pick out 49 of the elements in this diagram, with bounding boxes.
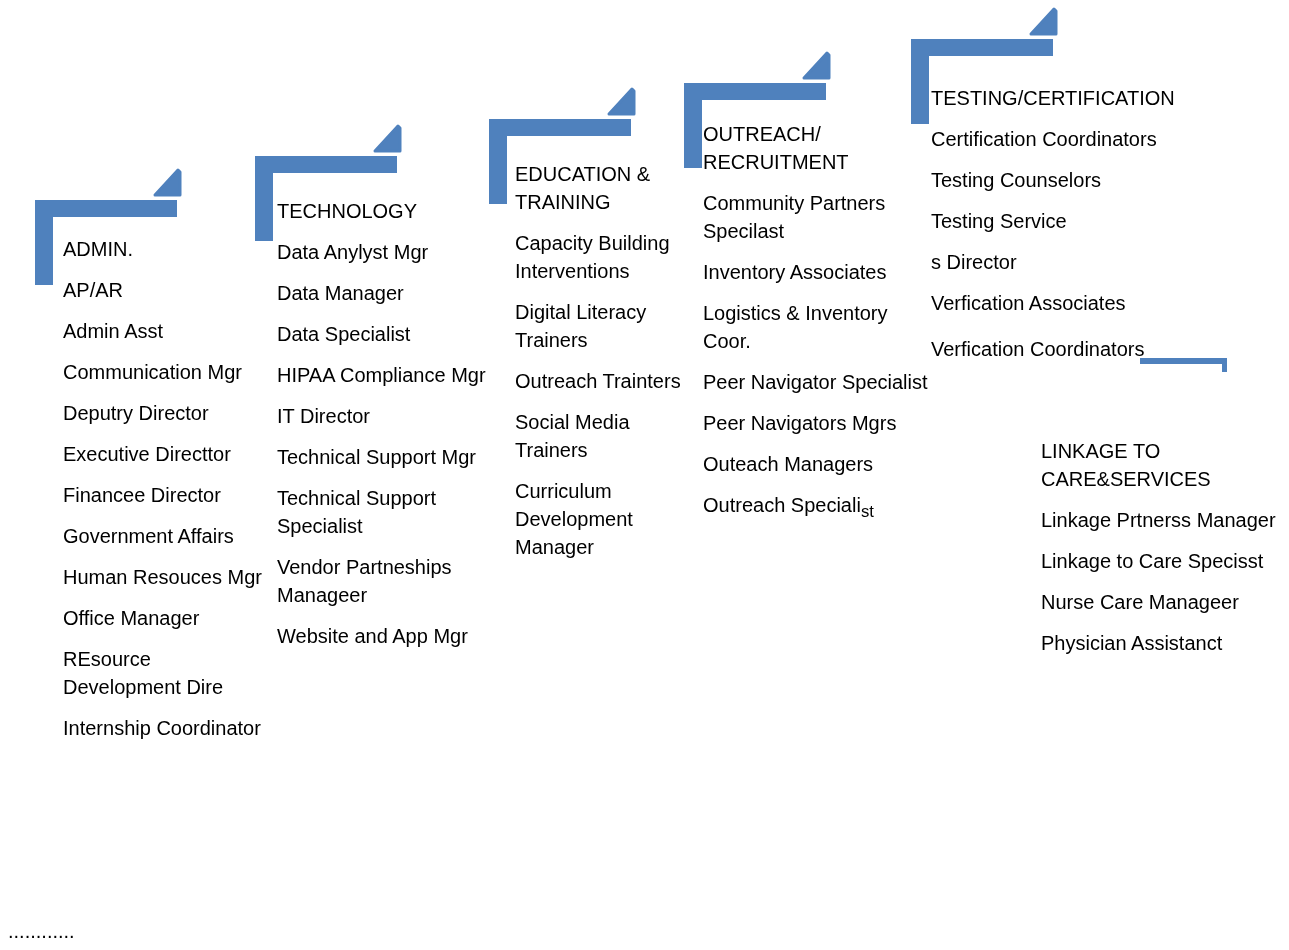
role-item: Human Resouces Mgr (63, 565, 263, 590)
role-item: Deputry Director (63, 401, 210, 426)
role-item: Internship Coordinator (63, 716, 262, 741)
role-item: Government Affairs (63, 524, 235, 549)
role-item: Verfication Associates (931, 291, 1127, 316)
role-item: Office Manager (63, 606, 201, 631)
role-item: AP/AR (63, 278, 125, 303)
role-item: Data Anylyst Mgr (277, 240, 430, 265)
role-item: Executive Directtor (63, 442, 232, 467)
role-item: Social Media Trainers (515, 410, 631, 463)
role-item: Outeach Managers (703, 452, 875, 477)
role-item: Certification Coordinators (931, 127, 1158, 152)
role-item: Peer Navigators Mgrs (703, 411, 898, 436)
role-item: Financee Director (63, 483, 222, 508)
role-item: Linkage to Care Specisst (1041, 549, 1265, 574)
role-item: Capacity Building Interventions (515, 231, 671, 284)
role-item: Technical Support Mgr (277, 445, 477, 470)
column-heading: ADMIN. (63, 237, 133, 262)
role-item: Testing Counselors (931, 168, 1103, 193)
role-item: Vendor Partneships Manageer (277, 555, 453, 608)
role-item: Website and App Mgr (277, 624, 469, 649)
role-item: REsource Development Dire (63, 647, 225, 700)
role-item: Peer Navigator Specialist (703, 370, 929, 395)
dotted-text: ............ (8, 920, 75, 943)
role-item: Admin Asst (63, 319, 165, 344)
role-item: Verfication Coordinators (931, 338, 1145, 361)
role-item: Digital Literacy Trainers (515, 300, 648, 353)
role-item: IT Director (277, 404, 371, 429)
column-heading: TESTING/CERTIFICATION (931, 86, 1175, 111)
role-item: Technical Support Specialist (277, 486, 437, 539)
role-item: HIPAA Compliance Mgr (277, 363, 487, 388)
role-item: Community Partners Specilast (703, 191, 887, 244)
column-heading: OUTREACH/ RECRUITMENT (703, 122, 850, 175)
role-item: Outreach Speciali$_{st}$ (703, 493, 875, 523)
role-item: Data Specialist (277, 322, 412, 347)
role-item: Communication Mgr (63, 360, 243, 385)
role-item: Outreach Trainters (515, 369, 682, 394)
role-item: s Director (931, 250, 1018, 275)
column-heading: TECHNOLOGY (277, 199, 418, 224)
role-item: Physician Assistanct (1041, 631, 1224, 656)
role-item: Logistics & Inventory Coor. (703, 301, 889, 354)
role-item: Inventory Associates (703, 260, 888, 285)
column-heading: LINKAGE TO CARE&SERVICES (1041, 439, 1212, 492)
role-item: Curriculum Development Manager (515, 479, 634, 560)
role-item: Testing Service (931, 209, 1068, 234)
role-item: Data Manager (277, 281, 405, 306)
role-item: Linkage Prtnerss Manager (1041, 508, 1277, 533)
column-heading: EDUCATION & TRAINING (515, 162, 652, 215)
role-item: Nurse Care Manageer (1041, 590, 1240, 615)
